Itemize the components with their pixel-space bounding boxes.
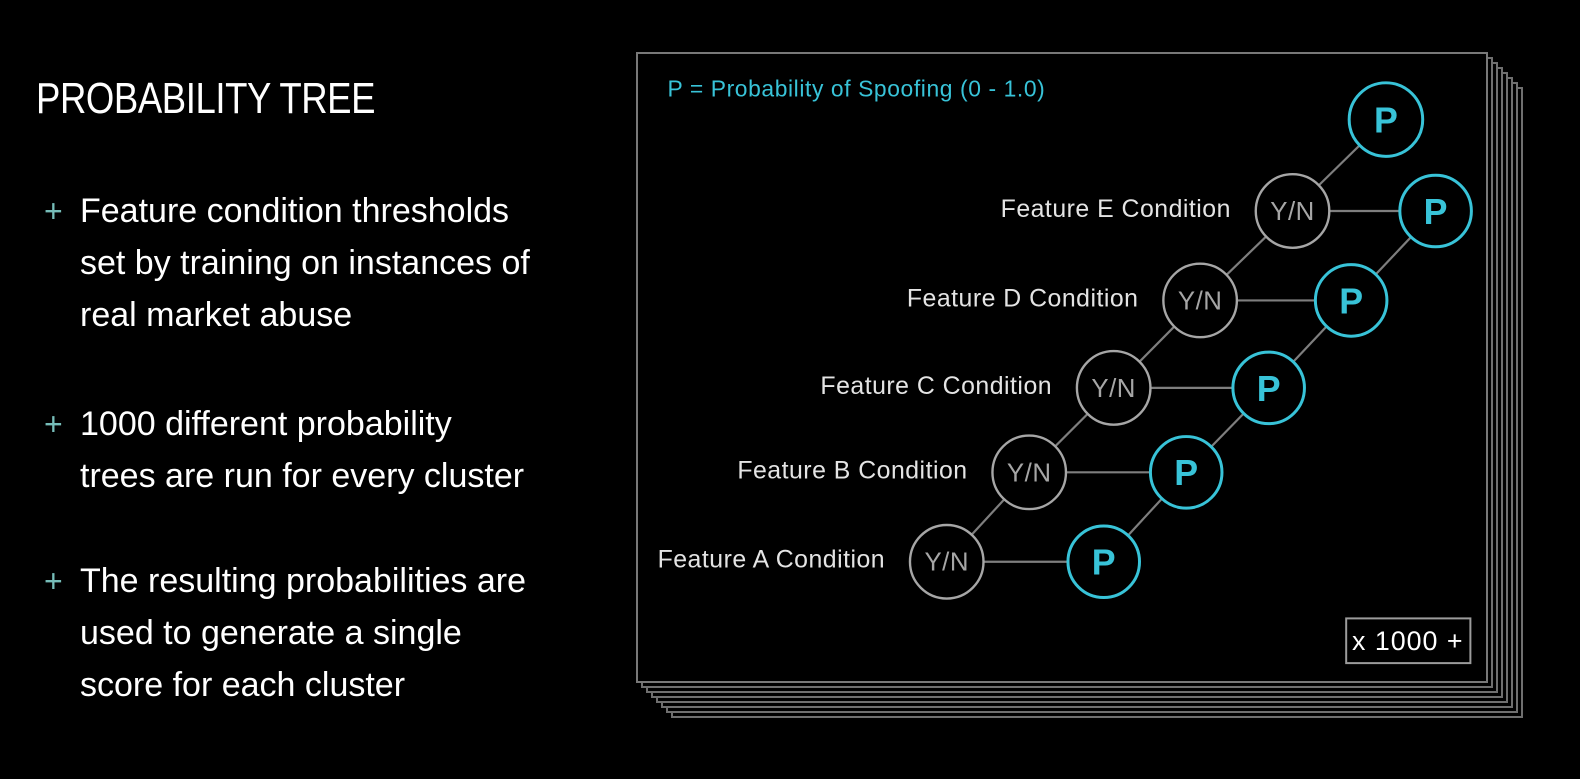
level-label-a: Feature A Condition <box>658 547 886 574</box>
yn-node-label: Y/N <box>924 549 969 577</box>
probability-tree-diagram: P = Probability of Spoofing (0 - 1.0) <box>658 76 1473 665</box>
yn-node-label: Y/N <box>1007 459 1052 487</box>
bullet-item: + 1000 different probability trees are r… <box>44 398 524 502</box>
bullet-line: used to generate a single <box>80 614 462 652</box>
multiplier-box <box>1345 617 1472 665</box>
p-node-a: P <box>1066 524 1141 600</box>
yn-node-circle <box>1075 349 1152 426</box>
level-label-c: Feature C Condition <box>820 373 1052 400</box>
bullet-line: Feature condition thresholds <box>80 192 510 230</box>
p-node-circle <box>1347 81 1425 158</box>
yn-node-label: Y/N <box>1270 198 1315 226</box>
bullet-line: The resulting probabilities are <box>80 562 527 600</box>
p-nodes: P P P P P <box>1066 81 1473 600</box>
p-node-circle <box>1231 350 1306 426</box>
p-node-b: P <box>1148 435 1224 510</box>
level-label-e: Feature E Condition <box>1001 196 1231 223</box>
bullet-item: + The resulting probabilities are used t… <box>44 555 526 711</box>
yn-node-a: Y/N <box>908 523 985 600</box>
bullet-line: score for each cluster <box>80 666 406 704</box>
p-node-e: P <box>1398 173 1473 249</box>
plus-bullet-icon: + <box>44 193 63 229</box>
plus-bullet-icon: + <box>44 406 63 442</box>
yn-nodes: Y/N Y/N Y/N Y/N Y/N <box>908 173 1331 600</box>
p-node-circle <box>1066 524 1141 600</box>
bullet-text: 1000 different probability trees are run… <box>80 398 524 502</box>
multiplier-badge: x 1000 + <box>1345 617 1472 665</box>
p-node-label: P <box>1257 369 1281 409</box>
p-node-label: P <box>1424 192 1448 232</box>
yn-node-circle <box>1254 173 1331 249</box>
plus-bullet-icon: + <box>44 563 63 599</box>
p-node-label: P <box>1174 453 1198 493</box>
yn-node-label: Y/N <box>1091 375 1136 403</box>
p-node-label: P <box>1092 543 1116 583</box>
p-node-c: P <box>1231 350 1306 426</box>
legend-text: P = Probability of Spoofing (0 - 1.0) <box>668 76 1046 102</box>
bullet-text: The resulting probabilities are used to … <box>80 555 526 711</box>
diagram-panel: P = Probability of Spoofing (0 - 1.0) <box>636 52 1488 683</box>
bullet-line: real market abuse <box>80 296 353 334</box>
bullet-line: trees are run for every cluster <box>80 457 525 495</box>
yn-node-b: Y/N <box>991 434 1068 511</box>
level-label-b: Feature B Condition <box>737 457 967 484</box>
yn-node-circle <box>908 523 985 600</box>
yn-node-label: Y/N <box>1178 287 1223 315</box>
multiplier-label: x 1000 + <box>1352 626 1464 656</box>
p-node-circle <box>1148 435 1224 510</box>
bullet-text: Feature condition thresholds set by trai… <box>80 185 530 341</box>
level-labels: Feature A Condition Feature B Condition … <box>658 196 1231 574</box>
yn-node-circle <box>991 434 1068 511</box>
p-node-circle <box>1398 173 1473 249</box>
p-node-top: P <box>1347 81 1425 158</box>
yn-node-c: Y/N <box>1075 349 1152 426</box>
p-node-label: P <box>1339 281 1363 321</box>
bullet-item: + Feature condition thresholds set by tr… <box>44 185 530 341</box>
p-node-circle <box>1313 263 1389 338</box>
page-title: PROBABILITY TREE <box>36 74 376 123</box>
bullet-line: set by training on instances of <box>80 244 530 282</box>
p-node-d: P <box>1313 263 1389 338</box>
level-label-d: Feature D Condition <box>907 285 1139 312</box>
yn-node-circle <box>1162 262 1239 339</box>
bullet-line: 1000 different probability <box>80 405 452 443</box>
yn-node-d: Y/N <box>1162 262 1239 339</box>
yn-node-e: Y/N <box>1254 173 1331 249</box>
p-node-label: P <box>1374 100 1398 140</box>
